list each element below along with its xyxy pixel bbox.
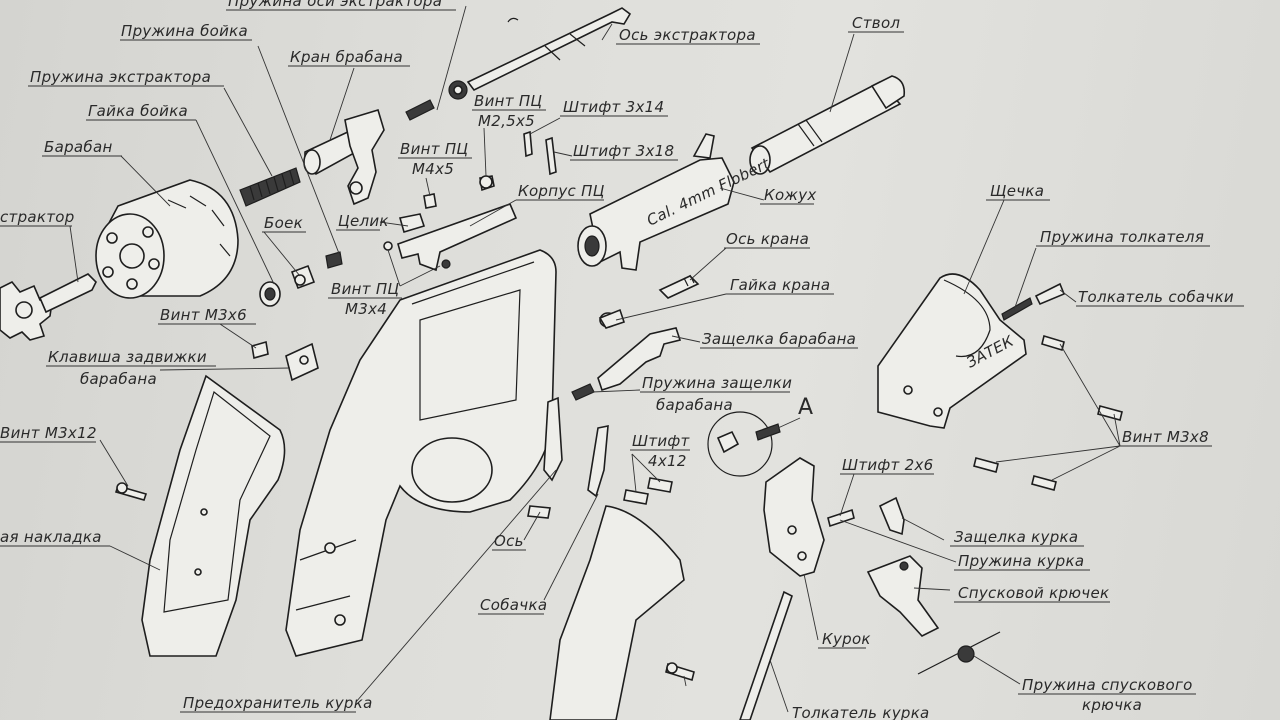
label-firing-pin-nut: Гайка бойка (88, 102, 188, 120)
screw-m3x8-b-part (1097, 405, 1123, 421)
screw-m3x8-a-part (1041, 334, 1065, 352)
label-trigger: Спусковой крючек (958, 584, 1109, 602)
pin-4x12-a-part (623, 489, 649, 505)
label-shroud: Кожух (764, 186, 817, 204)
label-latch-spring-line2: барабана (656, 396, 733, 414)
rear-sight-screw-part (325, 251, 343, 269)
detail-a-callout (707, 411, 781, 477)
firing-pin-nut-part (259, 281, 281, 307)
label-trigger-spring-line1: Пружина спускового (1022, 676, 1193, 694)
label-firing-pin: Боек (264, 214, 303, 232)
label-screw-m3x4-size: М3х4 (345, 300, 387, 318)
label-frame-body: Корпус ПЦ (518, 182, 605, 200)
label-pin-4x12-title: Штифт (632, 432, 691, 450)
label-screw-m3x12: Винт М3х12 (0, 424, 97, 442)
crane-axis-part (658, 274, 700, 299)
extractor-axis-part (448, 7, 632, 100)
cylinder-crane-part (303, 109, 385, 206)
crane-spring-part (405, 99, 435, 121)
leader-lines (69, 5, 1121, 713)
crane-nut-part (598, 308, 626, 329)
bottom-screw-part (665, 662, 695, 682)
label-rear-sight: Целик (338, 212, 389, 230)
pusher-spring-part (1001, 297, 1033, 321)
grip-left-part (141, 374, 286, 657)
label-pin-3x14: Штифт 3х14 (563, 98, 664, 116)
label-pawl: Собачка (480, 596, 547, 614)
hand-part (543, 396, 563, 482)
pin-2x6-part (827, 508, 855, 528)
axis-pin-part (527, 505, 551, 519)
label-screw-m3x4-title: Винт ПЦ (331, 280, 399, 298)
label-hammer-spring: Пружина курка (958, 552, 1084, 570)
extractor-part (0, 273, 97, 341)
label-screw-m25-size: М2,5х5 (478, 112, 535, 130)
screw-m25-part (479, 175, 495, 192)
label-axis: Ось (494, 532, 524, 550)
cylinder-release-part (285, 342, 319, 382)
label-pusher-spring: Пружина толкателя (1040, 228, 1204, 246)
cylinder-latch-spring-part (571, 383, 595, 401)
label-cylinder-crane: Кран брабана (290, 48, 403, 66)
extractor-axis-spring-part (507, 17, 519, 23)
hammer-part (763, 457, 825, 577)
label-firing-pin-spring: Пружина бойка (121, 22, 248, 40)
trigger-spring-part (917, 631, 1001, 675)
label-hammer-latch: Защелка курка (954, 528, 1078, 546)
label-detail-a: А (798, 395, 813, 420)
label-pin-2x6: Штифт 2х6 (842, 456, 934, 474)
screw-m3x6-part (251, 340, 269, 360)
pin-3x18-part (545, 136, 557, 176)
label-cylinder-latch: Защелка барабана (702, 330, 856, 348)
label-crane-nut: Гайка крана (730, 276, 830, 294)
label-screw-m4-size: М4х5 (412, 160, 454, 178)
hammer-latch-part (878, 496, 905, 536)
pin-3x14-part (523, 130, 533, 158)
label-hammer-pusher: Толкатель курка (792, 704, 930, 720)
screw-m3x8-c-part (973, 457, 999, 473)
trigger-part (866, 555, 940, 637)
pawl-part (587, 425, 609, 498)
cylinder-part (95, 179, 239, 299)
label-pawl-pusher: Толкатель собачки (1078, 288, 1234, 306)
label-side-plate: Щечка (990, 182, 1044, 200)
rear-sight-part (383, 202, 518, 272)
firing-pin-part (290, 264, 316, 290)
firing-pin-spring-part (239, 167, 301, 207)
label-screw-m3x6: Винт М3х6 (160, 306, 247, 324)
label-cylinder-release-line2: барабана (80, 370, 157, 388)
label-hammer: Курок (822, 630, 871, 648)
label-screw-m3x8: Винт М3х8 (1122, 428, 1209, 446)
frame-part (285, 249, 557, 657)
label-pin-3x18: Штифт 3х18 (573, 142, 674, 160)
screw-m3x8-d-part (1031, 475, 1057, 491)
pawl-pusher-part (1034, 282, 1066, 306)
label-extractor-axis-spring: Пружина оси экстрактора (228, 0, 442, 10)
label-cylinder-release-line1: Клавиша задвижки (48, 348, 207, 366)
barrel-part (749, 75, 906, 175)
label-pin-4x12-size: 4х12 (648, 452, 687, 470)
label-screw-m25-title: Винт ПЦ (474, 92, 542, 110)
label-crane-axis: Ось крана (726, 230, 809, 248)
label-extractor-spring: Пружина экстрактора (30, 68, 211, 86)
label-extractor-axis: Ось экстрактора (619, 26, 756, 44)
pin-4x12-b-part (647, 477, 673, 493)
label-extractor: страктор (0, 208, 75, 226)
label-grip-panel: ая накладка (0, 528, 102, 546)
label-cylinder: Барабан (44, 138, 113, 156)
side-plate-part: ЗАТЕК (877, 273, 1027, 429)
label-trigger-spring-line2: крючка (1082, 696, 1142, 714)
cylinder-latch-part (597, 327, 682, 392)
label-screw-m4-title: Винт ПЦ (400, 140, 468, 158)
label-latch-spring-line1: Пружина защелки (642, 374, 792, 392)
screw-m4-part (423, 193, 437, 209)
screw-m3x12-part (114, 482, 148, 501)
hammer-pusher-part (739, 590, 793, 720)
grip-right-part (549, 505, 685, 720)
label-hammer-safety: Предохранитель курка (183, 694, 373, 712)
label-barrel: Ствол (852, 14, 900, 32)
labels-layer: Пружина оси экстрактора Пружина бойка Кр… (0, 0, 1244, 720)
